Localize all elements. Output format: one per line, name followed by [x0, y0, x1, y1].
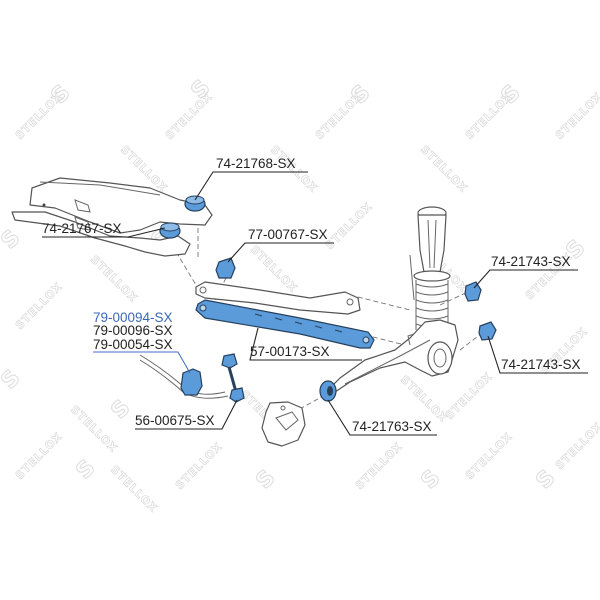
bushing-74-21763[interactable]: [319, 380, 337, 402]
label-79-00094-sx[interactable]: 79-00094-SX: [93, 310, 173, 325]
svg-text:STELLOX: STELLOX: [353, 440, 405, 492]
svg-text:STELLOX: STELLOX: [323, 200, 375, 252]
bushing-74-21743-upper[interactable]: [464, 281, 482, 302]
svg-text:S: S: [0, 225, 26, 255]
stabilizer-link-56-00675[interactable]: [221, 353, 245, 403]
label-74-21767-sx[interactable]: 74-21767-SX: [42, 221, 122, 236]
strut-drawing: [409, 206, 451, 330]
svg-text:STELLOX: STELLOX: [13, 430, 65, 482]
svg-text:STELLOX: STELLOX: [553, 420, 600, 472]
svg-text:STELLOX: STELLOX: [463, 430, 515, 482]
label-79-00054-sx[interactable]: 79-00054-SX: [93, 337, 173, 352]
svg-text:STELLOX: STELLOX: [173, 440, 225, 492]
svg-text:S: S: [532, 465, 562, 495]
label-57-00173-sx[interactable]: 57-00173-SX: [250, 344, 330, 359]
knuckle-trailing-arm-drawing: [327, 319, 459, 393]
svg-text:STELLOX: STELLOX: [88, 253, 140, 305]
svg-text:STELLOX: STELLOX: [108, 463, 160, 515]
svg-text:S: S: [107, 395, 137, 425]
stellox-watermark: STELLOX S STELLOX STELLOX S STELLOX STEL…: [0, 74, 600, 515]
svg-text:S: S: [417, 465, 447, 495]
svg-text:S: S: [0, 365, 26, 395]
upper-arm-drawing: [195, 281, 361, 315]
svg-text:STELLOX: STELLOX: [13, 280, 65, 332]
leader-lines: [42, 171, 588, 436]
stabilizer-bushing-79-00094[interactable]: [180, 368, 203, 396]
bushing-74-21743-lower[interactable]: [478, 321, 497, 341]
svg-text:STELLOX: STELLOX: [398, 373, 450, 425]
mounting-bracket-drawing: [261, 401, 306, 447]
subframe-drawing: [11, 177, 213, 257]
label-79-00096-sx[interactable]: 79-00096-SX: [93, 323, 173, 338]
label-56-00675-sx[interactable]: 56-00675-SX: [135, 413, 215, 428]
label-77-00767-sx[interactable]: 77-00767-SX: [248, 227, 328, 242]
label-74-21768-sx[interactable]: 74-21768-SX: [216, 156, 296, 171]
svg-text:S: S: [72, 455, 102, 485]
svg-text:STELLOX: STELLOX: [248, 243, 300, 295]
svg-text:STELLOX: STELLOX: [418, 143, 470, 195]
part-labels: 74-21768-SX 74-21767-SX 77-00767-SX 74-2…: [42, 156, 581, 434]
svg-text:STELLOX: STELLOX: [443, 370, 495, 422]
label-74-21743-sx-upper[interactable]: 74-21743-SX: [491, 254, 571, 269]
control-arm-57-00173[interactable]: [195, 299, 375, 349]
bushing-74-21767[interactable]: [159, 222, 181, 239]
svg-text:S: S: [252, 465, 282, 495]
bushing-77-00767[interactable]: [215, 257, 236, 279]
label-74-21743-sx-lower[interactable]: 74-21743-SX: [501, 357, 581, 372]
label-74-21763-sx[interactable]: 74-21763-SX: [352, 419, 432, 434]
svg-text:STELLOX: STELLOX: [553, 90, 600, 142]
bushing-74-21768[interactable]: [184, 195, 206, 212]
